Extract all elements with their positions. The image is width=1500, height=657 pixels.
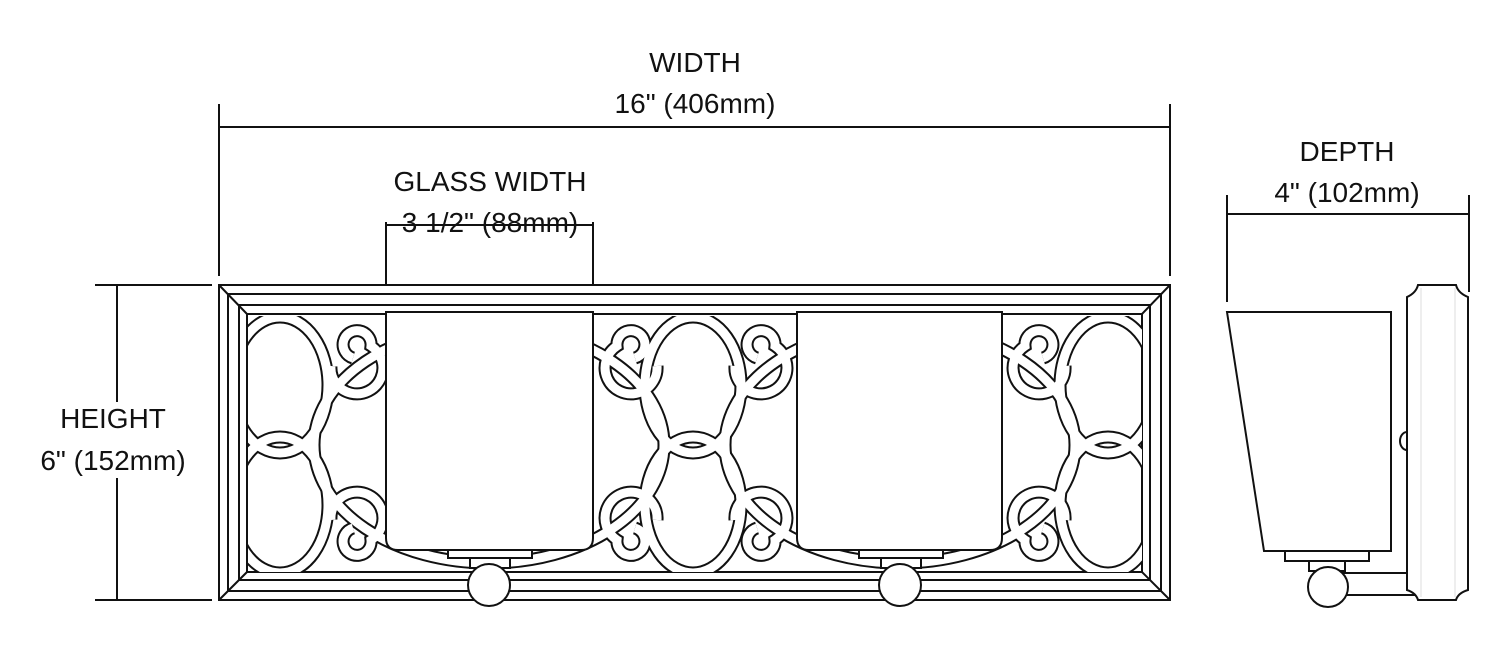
glass-shade-body <box>796 311 1003 551</box>
height-title: HEIGHT <box>60 403 166 434</box>
side-backplate <box>1406 284 1469 601</box>
width-dimension: WIDTH 16" (406mm) <box>218 47 1171 276</box>
bulb-finial <box>467 563 511 607</box>
glass-shade-right <box>796 311 1003 607</box>
side-glass-shade <box>1225 311 1392 552</box>
side-shade-base-plate <box>1284 550 1370 562</box>
side-bulb-finial <box>1307 566 1349 608</box>
frame-miter-line <box>1141 284 1171 315</box>
frame-miter-line <box>218 284 248 315</box>
width-value: 16" (406mm) <box>615 88 776 119</box>
depth-dimension: DEPTH 4" (102mm) <box>1226 136 1470 302</box>
depth-value: 4" (102mm) <box>1274 177 1419 208</box>
glass-width-title: GLASS WIDTH <box>394 166 587 197</box>
glass-width-value: 3 1/2" (88mm) <box>402 207 578 238</box>
height-dimension: HEIGHT 6" (152mm) <box>40 284 212 601</box>
bulb-finial <box>878 563 922 607</box>
glass-shade-body <box>385 311 594 551</box>
front-view <box>218 284 1171 607</box>
backplate-mounting-knob <box>1399 431 1408 451</box>
height-value: 6" (152mm) <box>40 445 185 476</box>
frame-miter-line <box>1141 571 1171 601</box>
frame-miter-line <box>218 571 248 601</box>
glass-shade-left <box>385 311 594 607</box>
side-view <box>1225 284 1469 608</box>
glass-width-dimension: GLASS WIDTH 3 1/2" (88mm) <box>385 166 594 303</box>
width-title: WIDTH <box>649 47 741 78</box>
depth-title: DEPTH <box>1300 136 1395 167</box>
